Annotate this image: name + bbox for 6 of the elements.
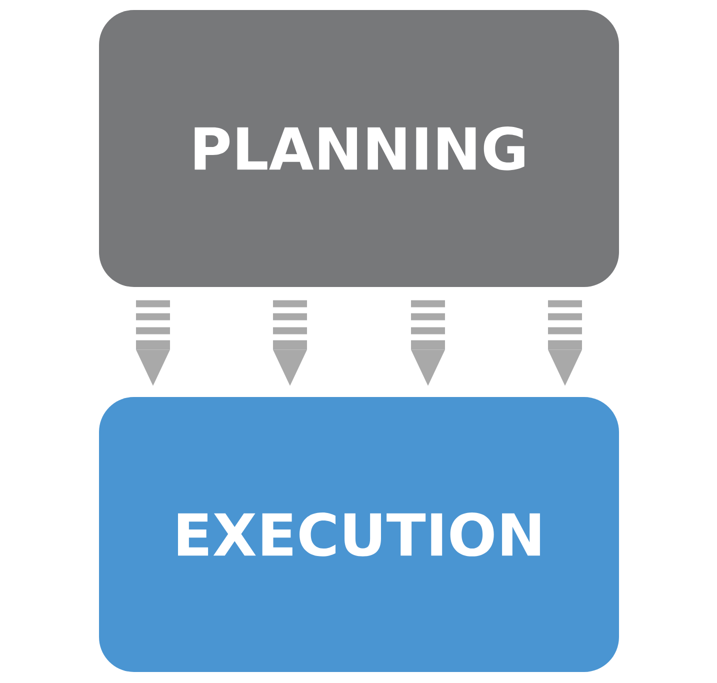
process-box: PLANNING xyxy=(99,10,619,287)
process-box: EXECUTION xyxy=(99,397,619,672)
arrow xyxy=(411,300,445,386)
arrow xyxy=(548,300,582,386)
arrow xyxy=(273,300,307,386)
arrow xyxy=(136,300,170,386)
